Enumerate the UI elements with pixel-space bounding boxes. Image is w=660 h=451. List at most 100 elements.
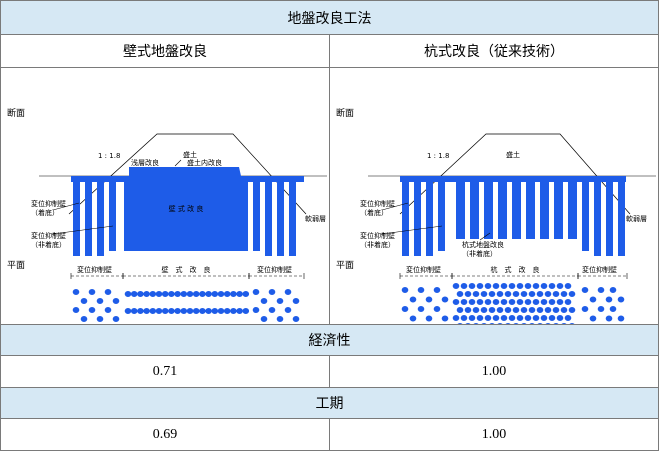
improvement-pile [568, 176, 577, 239]
wall-float-label: （非着底） [31, 240, 66, 249]
plan-pile-grid [554, 323, 558, 324]
plan-pile-grid [492, 283, 500, 289]
left-wall-column [73, 176, 80, 256]
plan-pile-right [589, 296, 597, 303]
method-wall-title: 壁式地盤改良 [0, 34, 330, 68]
plan-pile-grid [556, 299, 564, 305]
plan-wall-row [186, 291, 194, 297]
plan-wall-row [168, 291, 175, 297]
plan-wall-row [211, 291, 219, 297]
plan-pile-grid [548, 299, 556, 305]
plan-pile-grid [528, 291, 536, 297]
plan-wall-row [149, 291, 157, 297]
improvement-pile [540, 176, 549, 239]
plan-pile-grid [538, 323, 542, 324]
improvement-pile [470, 176, 479, 239]
left-wall-column [426, 176, 433, 256]
plan-pile-grid [488, 307, 496, 313]
wall-fixed-leader [52, 202, 80, 211]
shallow-improvement-layer [71, 176, 304, 182]
plan-pile-grid [476, 299, 484, 305]
wall-improvement-block [124, 180, 248, 251]
plan-pile-right [617, 315, 625, 322]
plan-wall-row [161, 291, 169, 297]
plan-wall-row [217, 291, 225, 297]
plan-wall-row [192, 291, 200, 297]
section-label: 断面 [7, 107, 25, 119]
plan-pile-grid [452, 299, 460, 305]
inner-label: 盛土内改良 [187, 158, 222, 167]
plan-wall-row [223, 291, 231, 297]
plan-pile-grid [528, 307, 536, 313]
plan-pile-grid [508, 283, 516, 289]
plan-pile-grid [548, 315, 556, 321]
plan-pile-grid [460, 283, 468, 289]
plan-pile-right [609, 306, 617, 312]
plan-wall-row [149, 308, 157, 314]
plan-pile-left [433, 287, 441, 293]
plan-wall-row [168, 308, 175, 314]
plan-wall-row [230, 308, 237, 314]
plan-pile-right [292, 316, 300, 322]
plan-pile-grid [552, 307, 560, 313]
plan-wall-row [130, 291, 138, 297]
plan-pile-right [581, 287, 589, 293]
pile-period-value: 1.00 [329, 418, 659, 451]
plan-pile-grid [484, 299, 492, 305]
plan-pile-grid [498, 323, 502, 324]
plan-right-label: 変位抑制壁 [582, 265, 617, 274]
plan-wall-row [242, 308, 250, 314]
plan-pile-left [441, 315, 449, 322]
plan-pile-right [284, 289, 292, 295]
plan-pile-grid [492, 315, 500, 321]
plan-pile-grid [512, 291, 520, 297]
slope-label: 1 : 1.8 [98, 152, 120, 160]
plan-pile-grid [516, 283, 524, 289]
plan-left-label: 変位抑制壁 [406, 265, 441, 274]
plan-pile-grid [466, 323, 470, 324]
plan-wall-row [211, 308, 219, 314]
plan-pile-grid [480, 291, 488, 297]
plan-pile-grid [484, 283, 492, 289]
plan-pile-right [268, 289, 276, 295]
plan-pile-left [425, 296, 433, 303]
embankment-label: 盛土 [183, 150, 197, 159]
plan-pile-grid [464, 291, 472, 297]
plan-pile-grid [560, 291, 568, 297]
plan-wall-row [161, 308, 169, 314]
right-wall-column [606, 176, 613, 256]
plan-pile-right [597, 306, 605, 312]
plan-pile-grid [508, 299, 516, 305]
right-wall-column [289, 176, 296, 256]
plan-pile-grid [482, 323, 486, 324]
left-wall-column [85, 176, 92, 256]
plan-wall-row [236, 291, 243, 297]
wall-fixed-label: 変位抑制壁 [31, 199, 66, 208]
plan-pile-grid [532, 299, 540, 305]
plan-pile-grid [532, 283, 540, 289]
plan-mid-label: 杭 式 改 良 [491, 265, 540, 274]
plan-pile-grid [476, 315, 484, 321]
plan-wall-row [180, 308, 188, 314]
embankment-label: 盛土 [506, 150, 520, 159]
plan-wall-row [155, 291, 163, 297]
plan-pile-grid [536, 291, 544, 297]
plan-pile-grid [524, 299, 532, 305]
plan-label: 平面 [7, 260, 25, 271]
plan-pile-grid [472, 307, 480, 313]
plan-pile-grid [568, 291, 576, 297]
embankment-inner-improvement [129, 167, 241, 176]
plan-pile-grid [504, 291, 512, 297]
plan-pile-right [276, 298, 284, 304]
soft-layer-label: 軟弱層 [305, 214, 326, 223]
plan-pile-left [409, 315, 417, 322]
embankment-outline [399, 133, 631, 215]
plan-pile-left [88, 307, 96, 313]
plan-pile-grid [512, 307, 520, 313]
plan-pile-right [260, 298, 268, 304]
plan-pile-grid [544, 291, 552, 297]
pile-label: （非着底） [462, 249, 497, 258]
plan-pile-right [260, 316, 268, 322]
plan-pile-grid [516, 299, 524, 305]
